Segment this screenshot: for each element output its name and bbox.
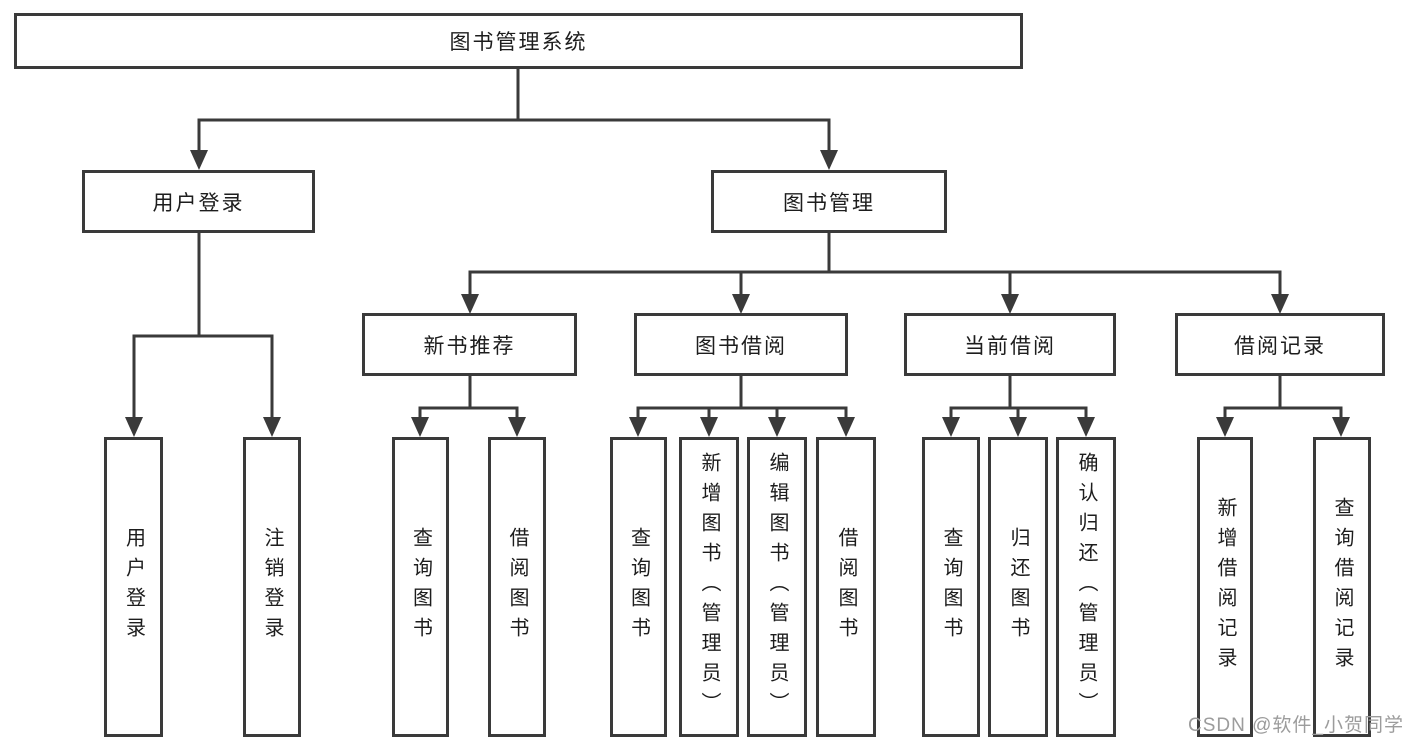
node-current-borrow: 当前借阅 [904, 313, 1116, 376]
leaf-add-borrow-record: 新增借阅记录 [1197, 437, 1253, 737]
leaf-add-books-admin: 新增图书（管理员） [679, 437, 739, 737]
watermark: CSDN @软件_小贺同学 [1188, 715, 1404, 736]
leaf-borrow-books: 借阅图书 [816, 437, 876, 737]
node-book-borrow-label: 图书借阅 [695, 334, 787, 358]
node-current-borrow-label: 当前借阅 [964, 334, 1056, 358]
leaf-logout: 注销登录 [243, 437, 301, 737]
leaf-confirm-return-admin-label: 确认归还（管理员） [1075, 452, 1097, 722]
leaf-current-query-books-label: 查询图书 [940, 527, 962, 647]
node-book-management: 图书管理 [711, 170, 947, 233]
node-root-system: 图书管理系统 [14, 13, 1023, 69]
node-new-book-recommend-label: 新书推荐 [423, 334, 516, 358]
leaf-logout-label: 注销登录 [261, 527, 283, 647]
leaf-edit-books-admin: 编辑图书（管理员） [747, 437, 807, 737]
arrowhead-icons [125, 150, 1350, 437]
leaf-user-login: 用户登录 [104, 437, 163, 737]
leaf-return-books: 归还图书 [988, 437, 1048, 737]
node-new-book-recommend: 新书推荐 [362, 313, 577, 376]
leaf-return-books-label: 归还图书 [1007, 527, 1029, 647]
node-root-system-label: 图书管理系统 [449, 31, 588, 54]
leaf-borrow-query-books: 查询图书 [610, 437, 667, 737]
leaf-add-books-admin-label: 新增图书（管理员） [698, 452, 720, 722]
leaf-user-login-label: 用户登录 [122, 527, 145, 647]
leaf-add-borrow-record-label: 新增借阅记录 [1214, 497, 1236, 677]
leaf-edit-books-admin-label: 编辑图书（管理员） [766, 452, 788, 722]
node-user-login: 用户登录 [82, 170, 315, 233]
leaf-recommend-query-books-label: 查询图书 [409, 527, 432, 647]
connector-paths [132, 69, 1343, 422]
leaf-query-borrow-record-label: 查询借阅记录 [1331, 497, 1353, 677]
leaf-query-borrow-record: 查询借阅记录 [1313, 437, 1371, 737]
leaf-recommend-query-books: 查询图书 [392, 437, 449, 737]
leaf-confirm-return-admin: 确认归还（管理员） [1056, 437, 1116, 737]
leaf-current-query-books: 查询图书 [922, 437, 980, 737]
node-book-management-label: 图书管理 [783, 191, 875, 215]
node-borrow-records: 借阅记录 [1175, 313, 1385, 376]
node-book-borrow: 图书借阅 [634, 313, 848, 376]
leaf-borrow-query-books-label: 查询图书 [627, 527, 650, 647]
leaf-recommend-borrow-books: 借阅图书 [488, 437, 546, 737]
leaf-recommend-borrow-books-label: 借阅图书 [506, 527, 528, 647]
node-borrow-records-label: 借阅记录 [1234, 334, 1326, 358]
node-user-login-label: 用户登录 [152, 191, 245, 215]
leaf-borrow-books-label: 借阅图书 [835, 527, 857, 647]
